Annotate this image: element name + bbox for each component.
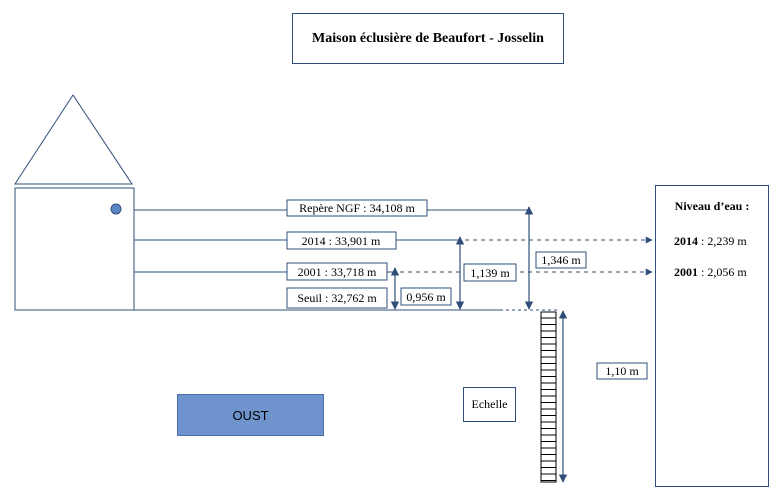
svg-text:0,956 m: 0,956 m: [406, 290, 446, 304]
water-level-panel: Niveau d’eau : 2014 : 2,239 m 2001 : 2,0…: [655, 185, 769, 487]
label-2001: 2001 : 33,718 m: [286, 262, 388, 281]
water-level-value: : 2,056 m: [698, 265, 747, 279]
echelle-label: Echelle: [463, 387, 516, 422]
water-level-row: 2014 : 2,239 m: [674, 234, 747, 249]
svg-text:Seuil : 32,762 m: Seuil : 32,762 m: [297, 291, 377, 305]
label-repere: Repère NGF : 34,108 m: [286, 199, 428, 217]
svg-text:2014 : 33,901 m: 2014 : 33,901 m: [302, 234, 381, 248]
label-diff-0956: 0,956 m: [400, 287, 452, 306]
river-label: OUST: [177, 394, 324, 436]
water-level-year: 2014: [674, 234, 698, 248]
label-seuil: Seuil : 32,762 m: [286, 287, 388, 309]
echelle-ladder: [540, 311, 557, 483]
benchmark-marker-icon: [110, 203, 122, 215]
water-level-value: : 2,239 m: [698, 234, 747, 248]
label-echelle-height: 1,10 m: [596, 362, 648, 380]
svg-text:1,139 m: 1,139 m: [470, 266, 510, 280]
water-level-title: Niveau d’eau :: [674, 199, 750, 213]
label-diff-1139: 1,139 m: [463, 263, 517, 282]
house-roof: [14, 94, 133, 185]
svg-text:Repère NGF : 34,108 m: Repère NGF : 34,108 m: [299, 201, 415, 215]
water-level-row: 2001 : 2,056 m: [674, 265, 747, 280]
label-2014: 2014 : 33,901 m: [286, 231, 397, 250]
page-title: Maison éclusière de Beaufort - Josselin: [292, 13, 564, 64]
water-level-year: 2001: [674, 265, 698, 279]
label-diff-1346: 1,346 m: [535, 251, 587, 269]
svg-text:2001 : 33,718 m: 2001 : 33,718 m: [298, 265, 377, 279]
svg-text:1,10 m: 1,10 m: [605, 364, 639, 378]
svg-text:1,346 m: 1,346 m: [541, 253, 581, 267]
